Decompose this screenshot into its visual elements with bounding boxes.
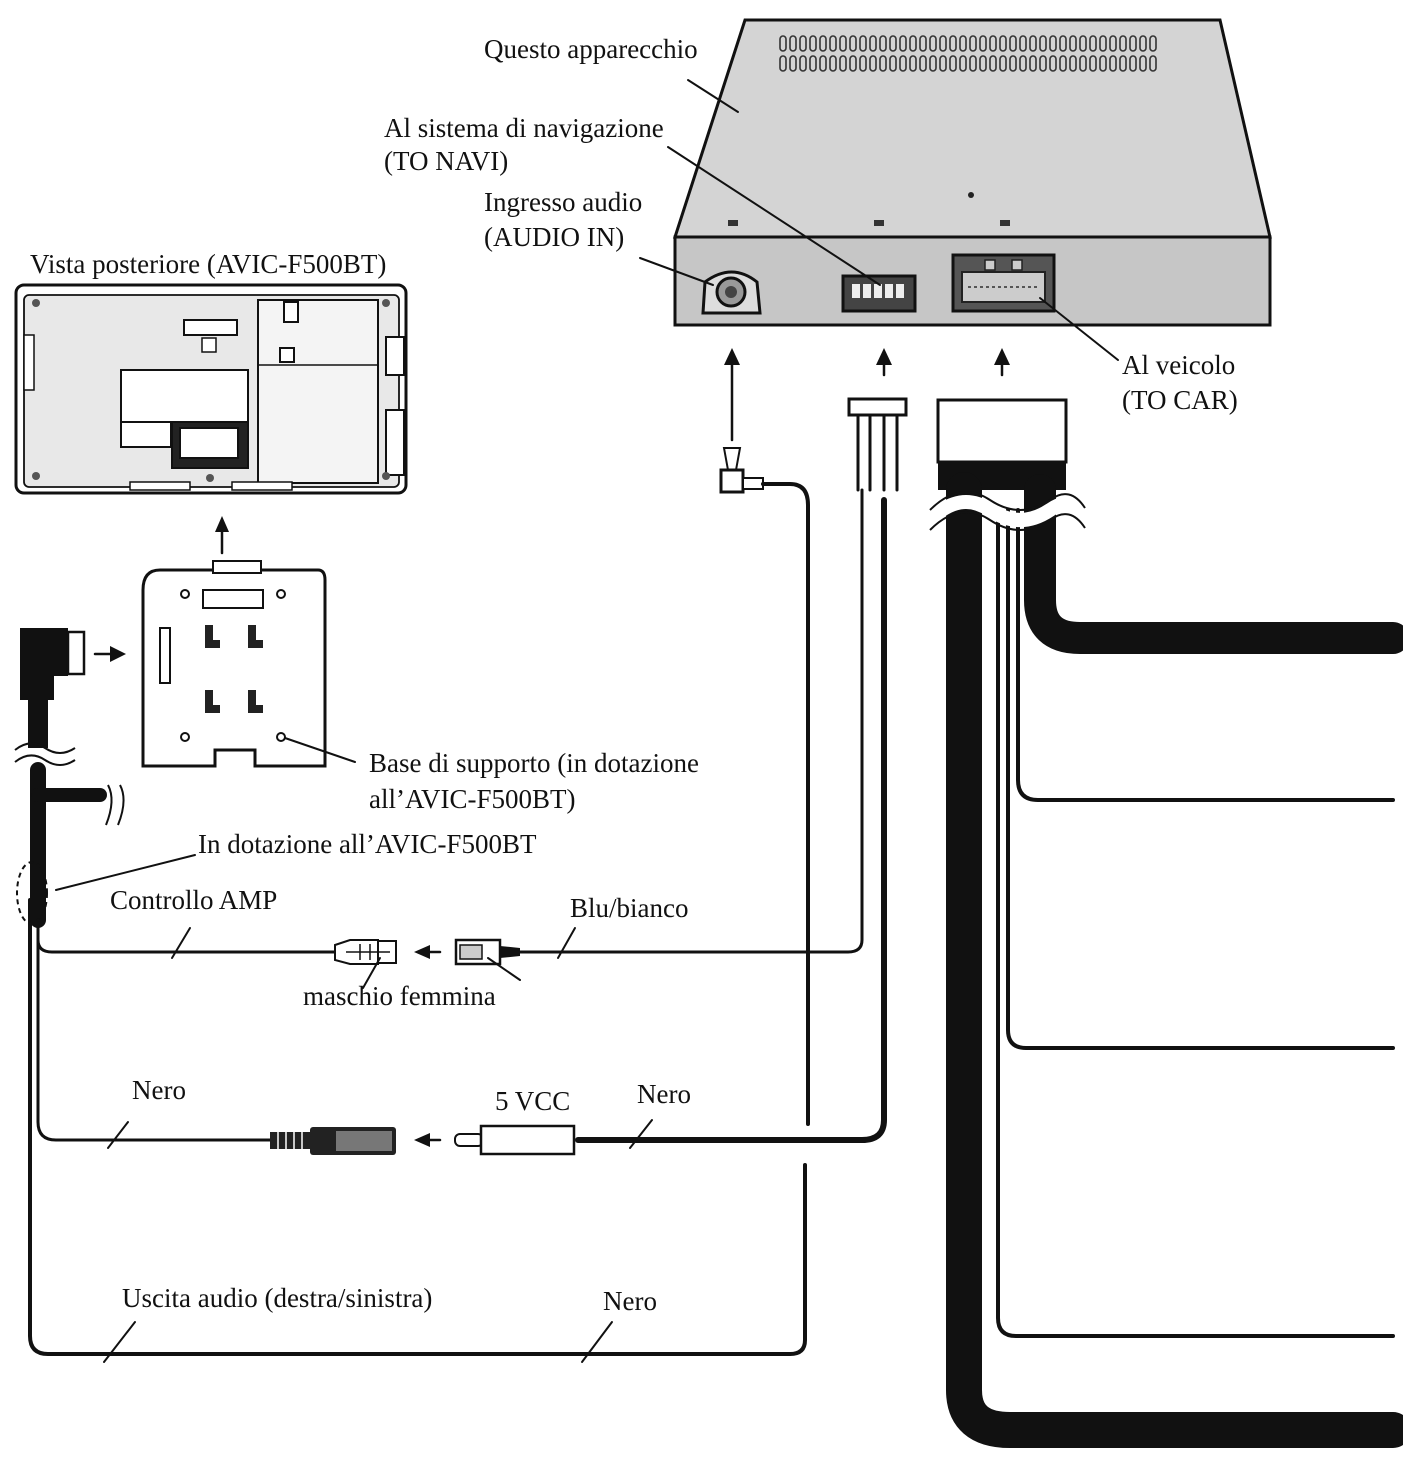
label-to-navi: Al sistema di navigazione bbox=[384, 113, 664, 143]
label-vcc: 5 VCC bbox=[495, 1086, 570, 1116]
amp-connectors bbox=[334, 938, 520, 966]
label-to-navi-code: (TO NAVI) bbox=[384, 146, 508, 176]
navi-cable bbox=[518, 397, 908, 1143]
label-supplied: In dotazione all’AVIC-F500BT bbox=[198, 829, 537, 859]
to-navi-port bbox=[841, 274, 917, 313]
arrow-up-to-device bbox=[215, 516, 229, 555]
label-amp-control: Controllo AMP bbox=[110, 885, 277, 915]
to-car-port bbox=[951, 253, 1056, 313]
audio-in-jack bbox=[701, 270, 762, 315]
label-unit: Questo apparecchio bbox=[484, 34, 698, 64]
label-base-2: all’AVIC-F500BT) bbox=[369, 784, 576, 814]
main-unit bbox=[672, 18, 1272, 327]
label-black-2: Nero bbox=[637, 1079, 691, 1109]
rear-view-device bbox=[14, 283, 408, 495]
label-blue-white: Blu/bianco bbox=[570, 893, 688, 923]
label-audio-in-code: (AUDIO IN) bbox=[484, 222, 624, 252]
label-black-3: Nero bbox=[603, 1286, 657, 1316]
label-black-1: Nero bbox=[132, 1075, 186, 1105]
label-audio-in: Ingresso audio bbox=[484, 187, 642, 217]
vcc-connectors bbox=[270, 1124, 576, 1156]
unit-arrows bbox=[724, 348, 1010, 442]
label-base: Base di supporto (in dotazione bbox=[369, 748, 699, 778]
car-harness bbox=[925, 398, 1403, 1448]
label-to-car-code: (TO CAR) bbox=[1122, 385, 1238, 415]
support-base bbox=[141, 560, 327, 768]
label-rear-view: Vista posteriore (AVIC-F500BT) bbox=[30, 249, 386, 279]
leader-lines bbox=[55, 79, 1119, 1363]
label-male-female: maschio femmina bbox=[303, 981, 496, 1011]
ventilation-slots bbox=[779, 35, 1157, 72]
left-cable bbox=[14, 628, 337, 1142]
label-audio-out: Uscita audio (destra/sinistra) bbox=[122, 1283, 432, 1313]
label-to-car: Al veicolo bbox=[1122, 350, 1235, 380]
labels: Questo apparecchio Al sistema di navigaz… bbox=[30, 34, 1238, 1316]
audio-cable bbox=[28, 447, 810, 1356]
